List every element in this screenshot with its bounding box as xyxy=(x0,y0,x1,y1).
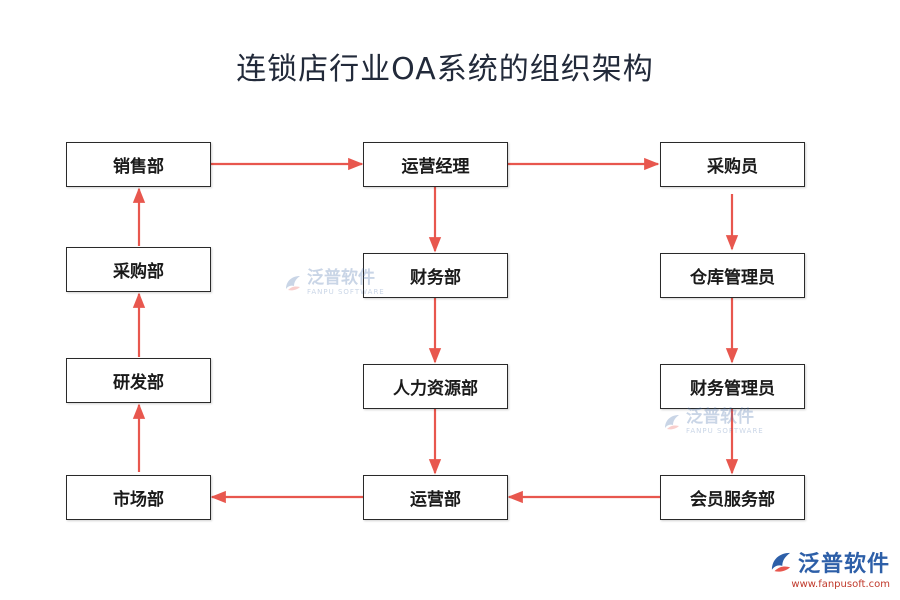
node-procurement-dept: 采购部 xyxy=(66,247,211,292)
logo-name: 泛普软件 xyxy=(797,552,890,577)
node-ops-dept: 运营部 xyxy=(363,475,508,520)
brand-logo: 泛普软件 www.fanpusoft.com xyxy=(768,546,890,590)
node-rnd: 研发部 xyxy=(66,358,211,403)
node-marketing: 市场部 xyxy=(66,475,211,520)
node-finance: 财务部 xyxy=(363,253,508,298)
node-warehouse-mgr: 仓库管理员 xyxy=(660,253,805,298)
fanpu-logo-icon xyxy=(771,552,791,572)
watermark: 泛普软件 FANPU SOFTWARE xyxy=(283,270,385,296)
node-ops-manager: 运营经理 xyxy=(363,142,508,187)
fanpu-logo-icon xyxy=(286,276,300,291)
watermark: 泛普软件 FANPU SOFTWARE xyxy=(662,409,764,435)
node-member-services: 会员服务部 xyxy=(660,475,805,520)
node-hr: 人力资源部 xyxy=(363,364,508,409)
node-sales: 销售部 xyxy=(66,142,211,187)
page-title: 连锁店行业OA系统的组织架构 xyxy=(236,52,654,87)
logo-url: www.fanpusoft.com xyxy=(791,579,890,590)
node-finance-mgr: 财务管理员 xyxy=(660,364,805,409)
node-buyer: 采购员 xyxy=(660,142,805,187)
fanpu-logo-icon xyxy=(665,415,679,430)
